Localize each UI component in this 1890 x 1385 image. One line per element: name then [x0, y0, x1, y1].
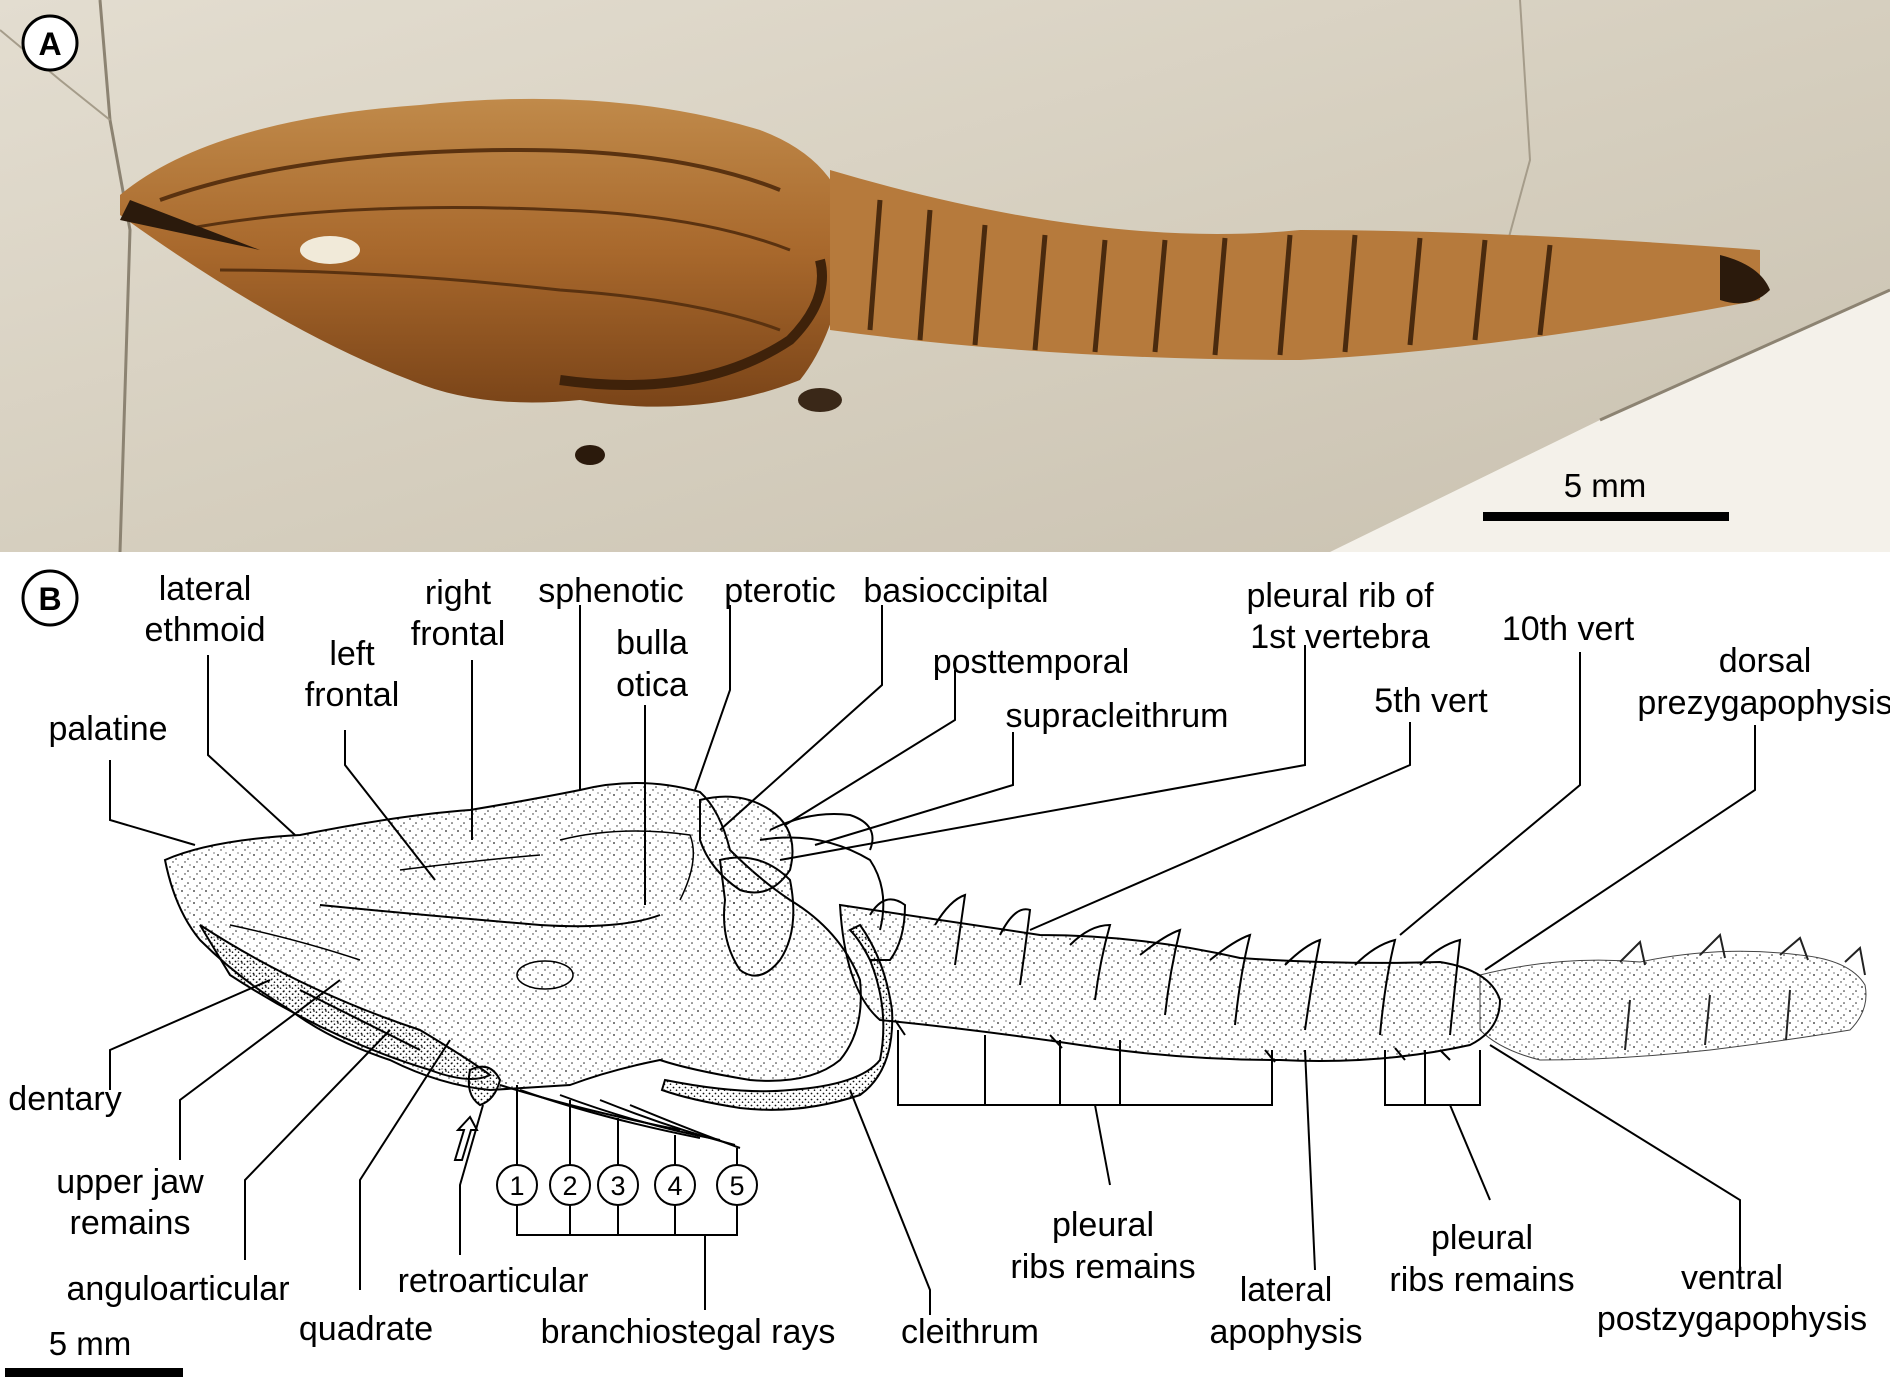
branchiostegal-number-4: 4 — [667, 1171, 682, 1201]
label-lateral-apophysis-line1: lateral — [1240, 1271, 1333, 1309]
label-anguloarticular: anguloarticular — [66, 1270, 289, 1308]
posterior-vertebrae — [1479, 950, 1867, 1061]
leader-lines — [109, 605, 1756, 1315]
crack — [98, 0, 132, 553]
label-pleural-ribs-remains-a-line2: ribs remains — [1010, 1248, 1195, 1286]
label-branchiostegal-rays: branchiostegal rays — [541, 1313, 836, 1351]
label-lateral-apophysis-line2: apophysis — [1209, 1313, 1362, 1351]
branchiostegal-number-1: 1 — [509, 1171, 524, 1201]
panel-a-photo: A 5 mm — [0, 0, 1890, 553]
label-lateral-ethmoid-line2: ethmoid — [145, 611, 266, 649]
label-pleural-ribs-remains-b-line1: pleural — [1431, 1219, 1533, 1257]
label-10th-vert: 10th vert — [1502, 610, 1635, 648]
label-bulla-otica-line2: otica — [616, 666, 688, 704]
panel-a-letter: A — [38, 26, 61, 62]
label-cleithrum: cleithrum — [901, 1313, 1039, 1351]
label-left-frontal-line1: left — [329, 635, 375, 673]
label-pleural-rib-1st-line2: 1st vertebra — [1250, 618, 1430, 656]
scale-bar-b — [5, 1368, 183, 1377]
label-lateral-ethmoid-line1: lateral — [159, 570, 252, 608]
label-left-frontal-line2: frontal — [305, 676, 400, 714]
label-bulla-otica-line1: bulla — [616, 624, 688, 662]
anatomical-labels: lateral ethmoid right frontal left front… — [8, 570, 1890, 1351]
label-ventral-postzygapophysis-line2: postzygapophysis — [1597, 1300, 1867, 1338]
scale-bar-a-label: 5 mm — [1564, 467, 1647, 504]
branchiostegal-rays-shapes — [499, 1084, 741, 1149]
scale-bar-b-label: 5 mm — [49, 1325, 132, 1362]
label-right-frontal-line1: right — [425, 574, 492, 612]
label-palatine: palatine — [48, 710, 167, 748]
panel-b-badge — [21, 569, 79, 627]
label-supracleithrum: supracleithrum — [1006, 697, 1229, 735]
label-dorsal-prezygapophysis-line1: dorsal — [1719, 642, 1812, 680]
vertebrae-outlines — [869, 893, 1462, 1036]
label-pleural-ribs-remains-b-line2: ribs remains — [1389, 1261, 1574, 1299]
label-upper-jaw-line1: upper jaw — [56, 1163, 204, 1201]
cleithrum — [660, 923, 894, 1111]
panel-b-letter: B — [38, 581, 61, 617]
branchiostegal-number-3: 3 — [610, 1171, 625, 1201]
panel-b-drawing: B — [5, 569, 1890, 1377]
label-quadrate: quadrate — [299, 1310, 433, 1348]
label-dorsal-prezygapophysis-line2: prezygapophysis — [1637, 684, 1890, 722]
label-pleural-ribs-remains-a-line1: pleural — [1052, 1206, 1154, 1244]
label-right-frontal-line2: frontal — [411, 615, 506, 653]
label-retroarticular: retroarticular — [398, 1262, 589, 1300]
label-pterotic: pterotic — [724, 572, 836, 610]
slab-edge — [1330, 290, 1890, 552]
branchiostegal-number-circles: 1 2 3 4 5 — [496, 1164, 758, 1206]
branchiostegal-number-5: 5 — [729, 1171, 744, 1201]
label-basioccipital: basioccipital — [863, 572, 1048, 610]
panel-a-badge — [21, 14, 79, 72]
label-5th-vert: 5th vert — [1374, 682, 1488, 720]
label-pleural-rib-1st-line1: pleural rib of — [1246, 577, 1434, 615]
label-upper-jaw-line2: remains — [70, 1204, 191, 1242]
label-dentary: dentary — [8, 1080, 121, 1118]
fossil-cleithrum — [559, 258, 827, 390]
scale-bar-a — [1483, 512, 1729, 521]
label-posttemporal: posttemporal — [933, 643, 1130, 681]
label-sphenotic: sphenotic — [538, 572, 684, 610]
branchiostegal-number-2: 2 — [562, 1171, 577, 1201]
fossil-skull — [120, 98, 850, 407]
label-ventral-postzygapophysis-line1: ventral — [1681, 1259, 1783, 1297]
fossil-vertebral-column — [830, 170, 1760, 360]
